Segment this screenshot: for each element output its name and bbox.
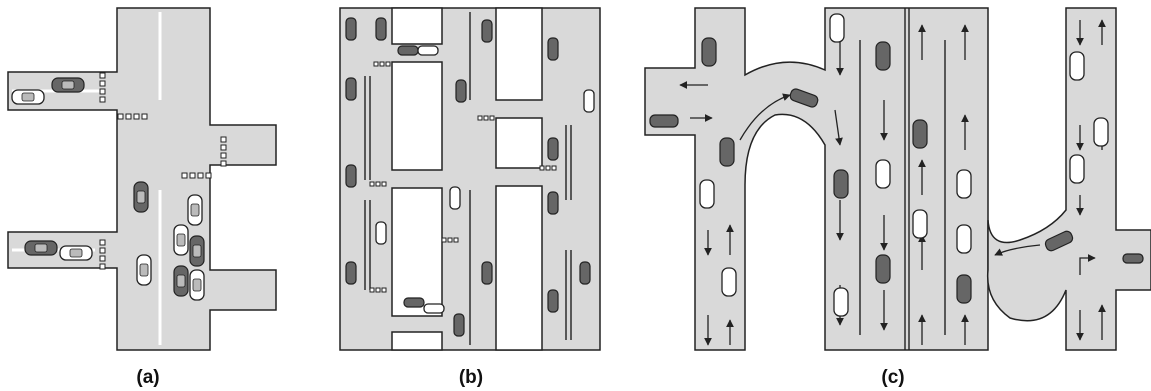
- panel-b-diagram: [339, 7, 601, 351]
- panel-b-label: (b): [459, 367, 483, 388]
- panel-a-diagram: [7, 7, 277, 351]
- panel-c-diagram: [644, 7, 1151, 351]
- panel-c-label: (c): [881, 367, 904, 388]
- panel-a-label: (a): [136, 367, 159, 388]
